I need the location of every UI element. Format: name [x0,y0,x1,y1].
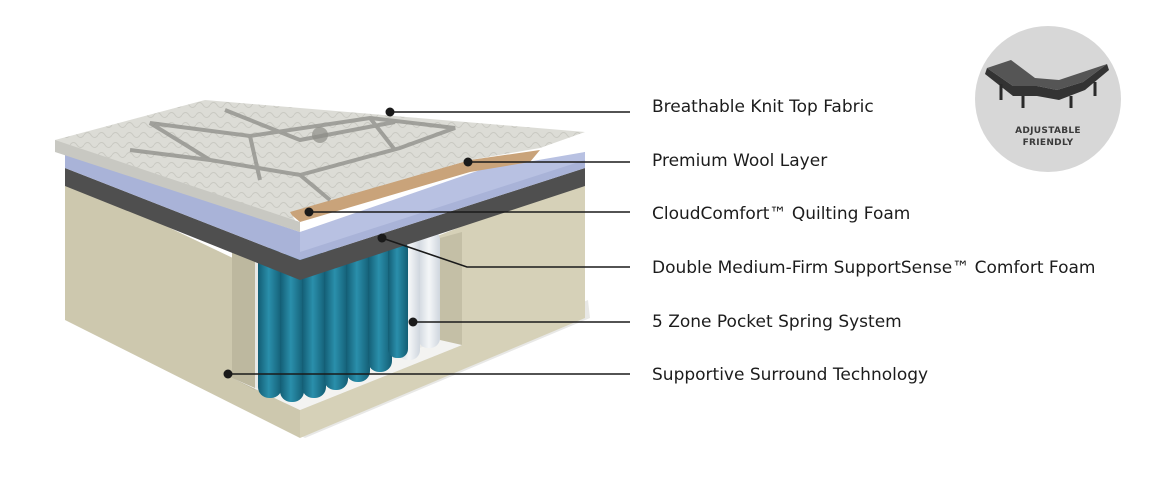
knit-top-surface [55,100,585,228]
leader-dot-support [377,233,387,243]
leader-dot-knit [385,107,395,117]
badge-line-1: ADJUSTABLE [1015,126,1081,136]
callout-label-knit-top: Breathable Knit Top Fabric [652,97,874,117]
leader-dots [223,107,473,379]
adjustable-friendly-badge: ADJUSTABLE FRIENDLY [975,26,1121,172]
leader-lines [228,111,630,375]
callout-label-support-foam: Double Medium-Firm SupportSense™ Comfort… [652,258,1096,278]
callout-label-springs: 5 Zone Pocket Spring System [652,312,902,332]
callout-label-surround: Supportive Surround Technology [652,365,929,385]
spring-teal-group [258,240,408,402]
support-foam [65,168,585,280]
leader-line-support [381,237,630,268]
leader-dot-wool [463,157,473,167]
wool-layer [288,150,540,222]
adjustable-bed-icon [985,60,1109,108]
callout-label-quilting-foam: CloudComfort™ Quilting Foam [652,204,911,224]
callout-label-wool: Premium Wool Layer [652,151,828,171]
leader-dot-springs [408,317,418,327]
leader-dot-quilting [304,207,314,217]
quilt-pattern [129,108,456,202]
leader-dot-surround [223,369,233,379]
badge-line-2: FRIENDLY [1022,138,1074,148]
